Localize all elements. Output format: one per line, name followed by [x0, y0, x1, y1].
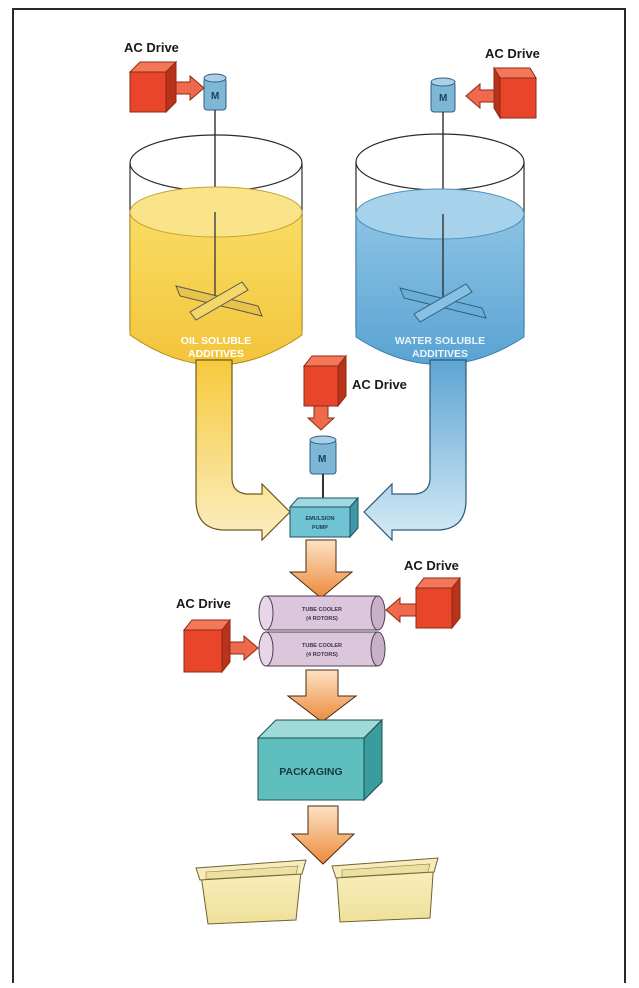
oil-tank-label-line1: OIL SOLUBLE	[181, 335, 251, 347]
packaging-label: PACKAGING	[279, 766, 342, 778]
water-tank-label-line1: WATER SOLUBLE	[395, 335, 485, 347]
tube-cooler-bottom: TUBE COOLER (4 ROTORS)	[258, 631, 386, 667]
flow-arrow-to-tubs	[290, 805, 356, 865]
tube-cooler-top: TUBE COOLER (4 ROTORS)	[258, 595, 386, 631]
ac-drive-label-top-left: AC Drive	[124, 40, 179, 55]
oil-feed-arrow	[195, 359, 291, 542]
cooler-top-label-line1: TUBE COOLER	[302, 607, 342, 613]
emulsion-pump: EMULSION PUMP	[288, 496, 360, 539]
motor-left: M	[203, 73, 227, 111]
oil-soluble-tank: OIL SOLUBLE ADDITIVES	[129, 110, 303, 366]
cooler-bottom-label-line1: TUBE COOLER	[302, 643, 342, 649]
motor-center-label: M	[318, 454, 326, 465]
ac-drive-center	[302, 354, 348, 431]
ac-drive-cooler-left	[182, 618, 259, 674]
tub-left	[195, 859, 307, 925]
ac-drive-label-cooler-right: AC Drive	[404, 558, 459, 573]
ac-drive-label-top-right: AC Drive	[485, 46, 540, 61]
ac-drive-cooler-right	[385, 576, 462, 630]
motor-right: M	[430, 77, 456, 113]
oil-tank-label-line2: ADDITIVES	[188, 348, 244, 360]
ac-drive-label-center: AC Drive	[352, 377, 407, 392]
water-feed-arrow	[363, 359, 467, 542]
water-soluble-tank: WATER SOLUBLE ADDITIVES	[355, 112, 525, 365]
cooler-top-label-line2: (4 ROTORS)	[306, 616, 338, 622]
flow-arrow-to-packaging	[286, 669, 358, 723]
motor-left-label: M	[211, 91, 219, 102]
tub-right	[331, 857, 439, 923]
ac-drive-top-right	[465, 66, 537, 120]
flow-arrow-to-coolers	[288, 539, 354, 599]
ac-drive-top-left	[128, 60, 205, 114]
pump-label-line2: PUMP	[312, 525, 328, 531]
water-tank-label-line2: ADDITIVES	[412, 348, 468, 360]
pump-label-line1: EMULSION	[305, 516, 334, 522]
packaging-box: PACKAGING	[256, 718, 384, 802]
motor-center: M	[309, 435, 337, 500]
cooler-bottom-label-line2: (4 ROTORS)	[306, 652, 338, 658]
motor-right-label: M	[439, 93, 447, 104]
ac-drive-label-cooler-left: AC Drive	[176, 596, 231, 611]
